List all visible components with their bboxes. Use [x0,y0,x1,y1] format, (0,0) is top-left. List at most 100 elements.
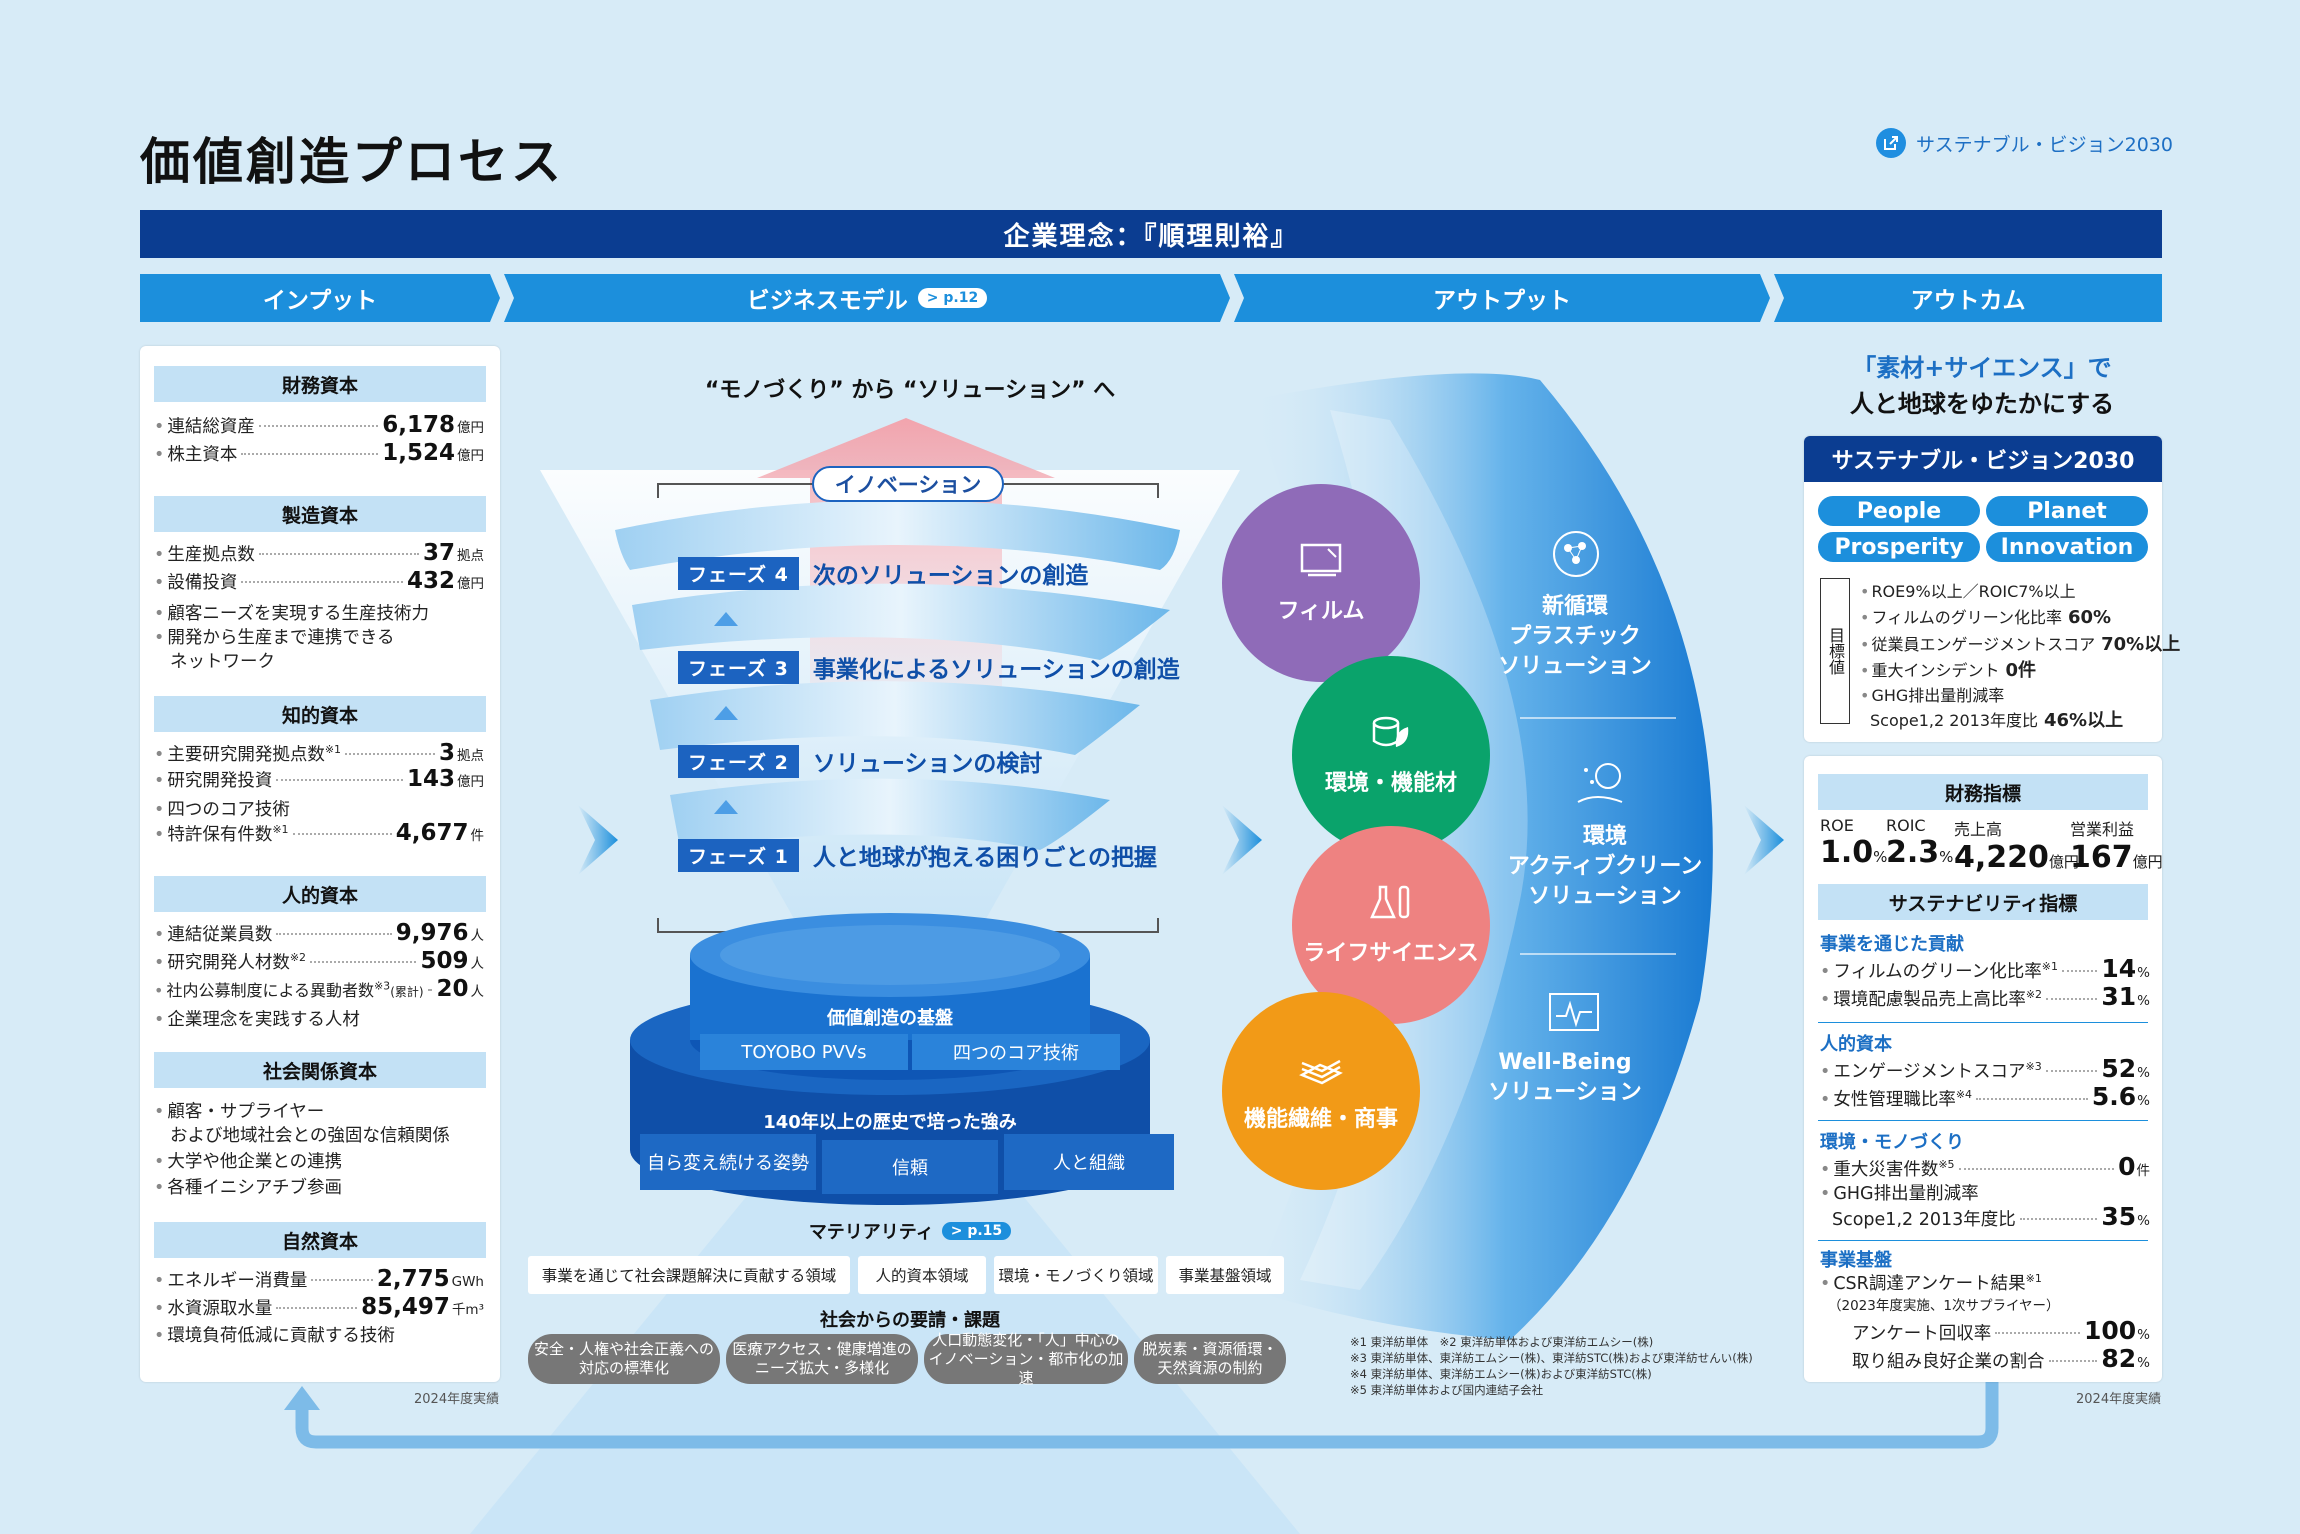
financial-capital-header: 財務資本 [154,366,486,402]
kpi-value: 4,220 [1954,840,2049,875]
need-line: 天然資源の制約 [1157,1359,1263,1377]
need-line: 医療アクセス・健康増進の [732,1340,912,1358]
kpi-label: ROE [1820,816,1854,835]
sustainable-vision-link[interactable]: サステナブル・ビジョン2030 [1876,128,2173,158]
item-unit: GWh [451,1274,484,1290]
item-value: 2,775 [376,1266,450,1292]
category-business-contribution: 事業を通じた貢献 [1820,934,1964,955]
stage-outcome: アウトカム [1774,274,2162,322]
materiality-ref-link[interactable]: > p.15 [941,1222,1012,1240]
item-value: 432 [406,568,455,594]
indicator-note: ※1 [2041,960,2058,974]
natural-capital-header: 自然資本 [154,1222,486,1258]
item-label-text: 社内公募制度による異動者数 [166,981,374,1000]
item-label-text: 研究開発人材数 [167,953,290,973]
indicator-unit: % [2137,993,2150,1009]
item-label: 研究開発人材数※2 [154,949,306,974]
indicator-item: CSR調達アンケート結果※1 [1820,1270,2150,1295]
solution-line: ソリューション [1488,1080,1642,1105]
phase-up-arrow-icon [714,612,738,626]
innovation-label: イノベーション [812,466,1004,502]
social-need: 医療アクセス・健康増進のニーズ拡大・多様化 [726,1334,918,1384]
item-label: 顧客・サプライヤー [154,1098,324,1123]
item-label: 環境負荷低減に貢献する技術 [154,1322,395,1347]
indicator-value: 31 [2101,982,2137,1011]
indicator-label: Scope1,2 2013年度比 [1832,1210,2016,1230]
item-value: 37 [422,540,455,566]
item-value: 6,178 [382,412,455,438]
business-model-ref-link[interactable]: > p.12 [917,288,988,308]
indicator-label: 女性管理職比率※4 [1820,1086,1972,1111]
category-environment: 環境・モノづくり [1820,1132,1964,1153]
indicator-note: ※3 [2025,1060,2042,1074]
business-headline: “モノづくり” から “ソリューション” へ [704,378,1116,403]
item-unit: 億円 [457,774,484,790]
solution-line: 環境 [1582,824,1627,849]
item-label-text: 特許保有件数 [167,825,273,845]
indicator-unit: % [2137,1093,2150,1109]
phase-up-arrow-icon [714,800,738,814]
item-unit: 億円 [457,448,484,464]
item-label: エネルギー消費量 [154,1267,307,1292]
item-label: 連結総資産 [154,413,255,438]
item-value: 20 [436,976,469,1002]
materiality-ref-label: p.15 [967,1223,1003,1239]
segment-name: フィルム [1277,599,1365,624]
kpi-unit: 億円 [2132,853,2163,871]
indicator-value: 0 [2118,1152,2136,1181]
item-label: および地域社会との強固な信頼関係 [170,1126,450,1146]
tagline-line-2: 人と地球をゆたかにする [1849,390,2115,418]
item-label: 社内公募制度による異動者数※3(累計) [154,977,423,1001]
social-need: 人口動態変化・「人」中心のイノベーション・都市化の加速 [924,1331,1128,1387]
solution-line: ソリューション [1528,884,1682,909]
indicator-label: フィルムのグリーン化比率※1 [1820,958,2058,983]
stage-bar: インプット ビジネスモデル> p.12 アウトプット アウトカム [140,274,2162,322]
item-note: ※2 [289,951,307,965]
divider [1818,1240,2148,1241]
indicator-label: 環境配慮製品売上高比率※2 [1820,986,2042,1011]
indicator-value: 100 [2083,1316,2137,1345]
foundation-title: 価値創造の基盤 [827,1008,953,1029]
kpi-label: ROIC [1886,816,1926,835]
item-label: ネットワーク [170,652,275,672]
divider [1818,1022,2148,1023]
item-unit: 億円 [457,420,484,436]
spiral-band-4 [615,500,1180,570]
item-label: 特許保有件数※1 [154,821,289,846]
phase-text: 次のソリューションの創造 [812,563,1089,589]
segment-film: フィルム [1222,484,1420,682]
target-value: 46%以上 [2044,710,2124,731]
target-label: 目標値 [1820,578,1850,724]
item-unit: 件 [470,828,485,844]
solution-line: 新循環 [1541,594,1608,619]
footnote-line: ※1 東洋紡単体 ※2 東洋紡単体および東洋紡エムシー(株) [1350,1335,1654,1349]
sustainability-indicators-header: サステナビリティ指標 [1818,884,2148,920]
solution-clean: 環境 アクティブクリーン ソリューション [1500,822,1710,912]
social-text-cont: および地域社会との強固な信頼関係 [170,1122,484,1147]
item-unit: 千m³ [451,1302,484,1318]
item-note: ※1 [272,823,289,837]
business-model-ref-label: p.12 [943,290,979,306]
item-unit: 人 [470,956,485,972]
page-title: 価値創造プロセス [140,133,564,191]
target-label-text: フィルムのグリーン化比率 [1860,604,2062,628]
item-unit: 拠点 [457,548,484,564]
external-link-icon [1876,128,1906,158]
footnote-line: ※3 東洋紡単体、東洋紡エムシー(株)、東洋紡STC(株)および東洋紡せんい(株… [1350,1351,1753,1365]
indicator-label-text: エンゲージメントスコア [1833,1062,2026,1082]
spiral-band-1 [670,778,1110,850]
indicator-value: 52 [2101,1054,2137,1083]
segment-life-science: ライフサイエンス [1292,826,1490,1024]
indicator-note: ※5 [1938,1158,1955,1172]
phase-text: 人と地球が抱える困りごとの把握 [812,845,1157,871]
indicator-value: 14 [2101,954,2137,983]
